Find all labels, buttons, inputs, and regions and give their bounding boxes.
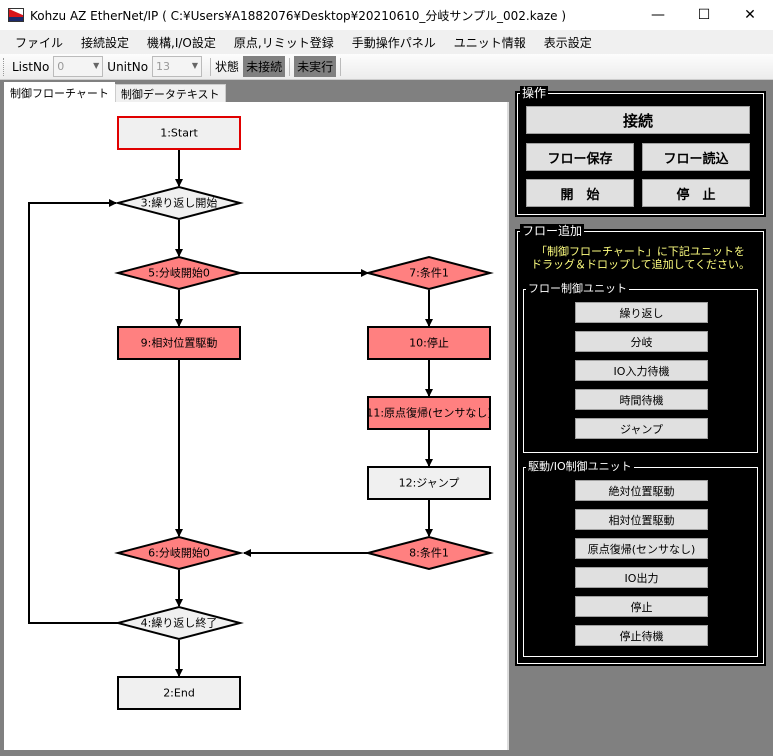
- flow-node-label: 6:分岐開始0: [148, 546, 210, 560]
- toolbar: ListNo 0 ▼ UnitNo 13 ▼ 状態 未接続 未実行: [0, 54, 773, 80]
- save-flow-button[interactable]: フロー保存: [526, 143, 634, 171]
- flow-node-3[interactable]: 3:繰り返し開始: [114, 185, 244, 221]
- unitno-value: 13: [156, 60, 171, 73]
- process-box[interactable]: [367, 396, 491, 430]
- flow-node-11[interactable]: 11:原点復帰(センサなし): [366, 396, 492, 430]
- menu-origin-limit[interactable]: 原点,リミット登録: [233, 35, 334, 50]
- unitno-select[interactable]: 13 ▼: [152, 56, 203, 77]
- flow-node-label: 4:繰り返し終了: [141, 616, 218, 630]
- toolbar-separator: [210, 57, 212, 76]
- unit-stop-button[interactable]: 停止: [575, 596, 708, 617]
- listno-value: 0: [57, 60, 65, 73]
- listno-select[interactable]: 0 ▼: [53, 56, 104, 77]
- unit-origin-return-button[interactable]: 原点復帰(センサなし): [575, 538, 708, 559]
- menu-manual-panel[interactable]: 手動操作パネル: [351, 35, 436, 50]
- decision-diamond[interactable]: [364, 535, 494, 571]
- process-box[interactable]: [117, 116, 241, 150]
- decision-diamond[interactable]: [114, 185, 244, 221]
- toolbar-separator: [340, 57, 342, 76]
- flow-node-label: 11:原点復帰(センサなし): [366, 407, 491, 420]
- flow-node-label: 7:条件1: [409, 266, 449, 280]
- operations-legend: 操作: [520, 86, 549, 100]
- menu-file[interactable]: ファイル: [15, 35, 64, 50]
- chevron-down-icon: ▼: [191, 61, 199, 70]
- loop-back-connector: [28, 199, 121, 624]
- unit-io-input-wait-button[interactable]: IO入力待機: [575, 360, 708, 381]
- process-box[interactable]: [367, 326, 491, 360]
- decision-diamond[interactable]: [364, 255, 494, 291]
- unit-time-wait-button[interactable]: 時間待機: [575, 389, 708, 410]
- load-flow-button[interactable]: フロー読込: [642, 143, 750, 171]
- state-label: 状態: [215, 60, 240, 74]
- drag-drop-instruction: 「制御フローチャート」に下記ユニットを ドラッグ＆ドロップして追加してください。: [518, 245, 763, 271]
- chevron-down-icon: ▼: [93, 61, 100, 70]
- app-logo-icon: [8, 8, 24, 22]
- flow-node-6[interactable]: 6:分岐開始0: [114, 535, 244, 571]
- tab-strip: 制御フローチャート 制御データテキスト: [4, 82, 226, 102]
- unit-stop-wait-button[interactable]: 停止待機: [575, 625, 708, 646]
- flow-node-5[interactable]: 5:分岐開始0: [114, 255, 244, 291]
- flow-node-label: 2:End: [163, 687, 195, 700]
- decision-diamond[interactable]: [114, 605, 244, 641]
- process-box[interactable]: [117, 676, 241, 710]
- flow-node-7[interactable]: 7:条件1: [364, 255, 494, 291]
- flow-add-panel: フロー追加 「制御フローチャート」に下記ユニットを ドラッグ＆ドロップして追加し…: [515, 224, 766, 666]
- start-button[interactable]: 開 始: [526, 179, 634, 207]
- title-bar: Kohzu AZ EtherNet/IP ( C:¥Users¥A1882076…: [0, 0, 773, 30]
- decision-diamond[interactable]: [114, 255, 244, 291]
- flow-node-2[interactable]: 2:End: [117, 676, 241, 710]
- unit-repeat-button[interactable]: 繰り返し: [575, 302, 708, 323]
- unitno-label: UnitNo: [107, 59, 149, 74]
- flow-node-label: 1:Start: [160, 127, 198, 140]
- operations-panel: 操作 接続 フロー保存 フロー読込 開 始 停 止: [515, 86, 766, 217]
- menu-unit-info[interactable]: ユニット情報: [453, 35, 526, 50]
- menu-mechanism-io-settings[interactable]: 機構,I/O設定: [147, 35, 216, 50]
- tab-data-text[interactable]: 制御データテキスト: [114, 84, 226, 102]
- menu-bar: ファイル 接続設定 機構,I/O設定 原点,リミット登録 手動操作パネル ユニッ…: [0, 30, 773, 54]
- flow-node-label: 10:停止: [409, 336, 449, 350]
- toolbar-separator: [289, 57, 291, 76]
- flow-control-legend: フロー制御ユニット: [526, 282, 629, 296]
- unit-io-output-button[interactable]: IO出力: [575, 567, 708, 588]
- flowchart-svg: 1:Start 3:繰り返し開始 5:分岐開始0 7:条件1 9:相対位置駆動 10:停止…: [28, 116, 494, 710]
- run-status: 未実行: [294, 56, 337, 77]
- process-box[interactable]: [367, 466, 491, 500]
- flow-node-4[interactable]: 4:繰り返し終了: [114, 605, 244, 641]
- maximize-button[interactable]: ☐: [697, 7, 711, 23]
- decision-diamond[interactable]: [114, 535, 244, 571]
- connection-status: 未接続: [243, 56, 286, 77]
- drive-io-group: 駆動/IO制御ユニット 絶対位置駆動 相対位置駆動 原点復帰(センサなし) IO…: [523, 460, 758, 657]
- window-title: Kohzu AZ EtherNet/IP ( C:¥Users¥A1882076…: [30, 8, 566, 23]
- flow-node-label: 3:繰り返し開始: [141, 196, 218, 210]
- listno-label: ListNo: [12, 59, 50, 74]
- toolbar-grip[interactable]: [3, 57, 6, 76]
- flow-node-1[interactable]: 1:Start: [117, 116, 241, 150]
- flow-node-label: 12:ジャンプ: [399, 477, 460, 490]
- unit-branch-button[interactable]: 分岐: [575, 331, 708, 352]
- instruction-line: ドラッグ＆ドロップして追加してください。: [530, 258, 750, 271]
- flow-node-label: 8:条件1: [409, 546, 449, 560]
- flow-node-label: 5:分岐開始0: [148, 266, 210, 280]
- flow-node-12[interactable]: 12:ジャンプ: [367, 466, 491, 500]
- tab-flowchart[interactable]: 制御フローチャート: [4, 82, 115, 102]
- unit-relative-drive-button[interactable]: 相対位置駆動: [575, 509, 708, 530]
- unit-jump-button[interactable]: ジャンプ: [575, 418, 708, 439]
- menu-connection-settings[interactable]: 接続設定: [81, 35, 130, 50]
- connect-button[interactable]: 接続: [526, 106, 750, 134]
- minimize-button[interactable]: —: [651, 7, 665, 23]
- instruction-line: 「制御フローチャート」に下記ユニットを: [536, 245, 745, 258]
- close-button[interactable]: ✕: [744, 7, 756, 23]
- unit-absolute-drive-button[interactable]: 絶対位置駆動: [575, 480, 708, 501]
- menu-display-settings[interactable]: 表示設定: [543, 35, 592, 50]
- drive-io-legend: 駆動/IO制御ユニット: [526, 460, 634, 474]
- stop-button[interactable]: 停 止: [642, 179, 750, 207]
- flow-node-label: 9:相対位置駆動: [141, 336, 218, 350]
- flow-node-10[interactable]: 10:停止: [367, 326, 491, 360]
- flow-add-legend: フロー追加: [520, 224, 585, 238]
- flow-node-9[interactable]: 9:相対位置駆動: [117, 326, 241, 360]
- flow-control-group: フロー制御ユニット 繰り返し 分岐 IO入力待機 時間待機 ジャンプ: [523, 282, 758, 453]
- process-box[interactable]: [117, 326, 241, 360]
- flow-node-8[interactable]: 8:条件1: [364, 535, 494, 571]
- flowchart-canvas[interactable]: 1:Start 3:繰り返し開始 5:分岐開始0 7:条件1 9:相対位置駆動 10:停止…: [4, 102, 509, 750]
